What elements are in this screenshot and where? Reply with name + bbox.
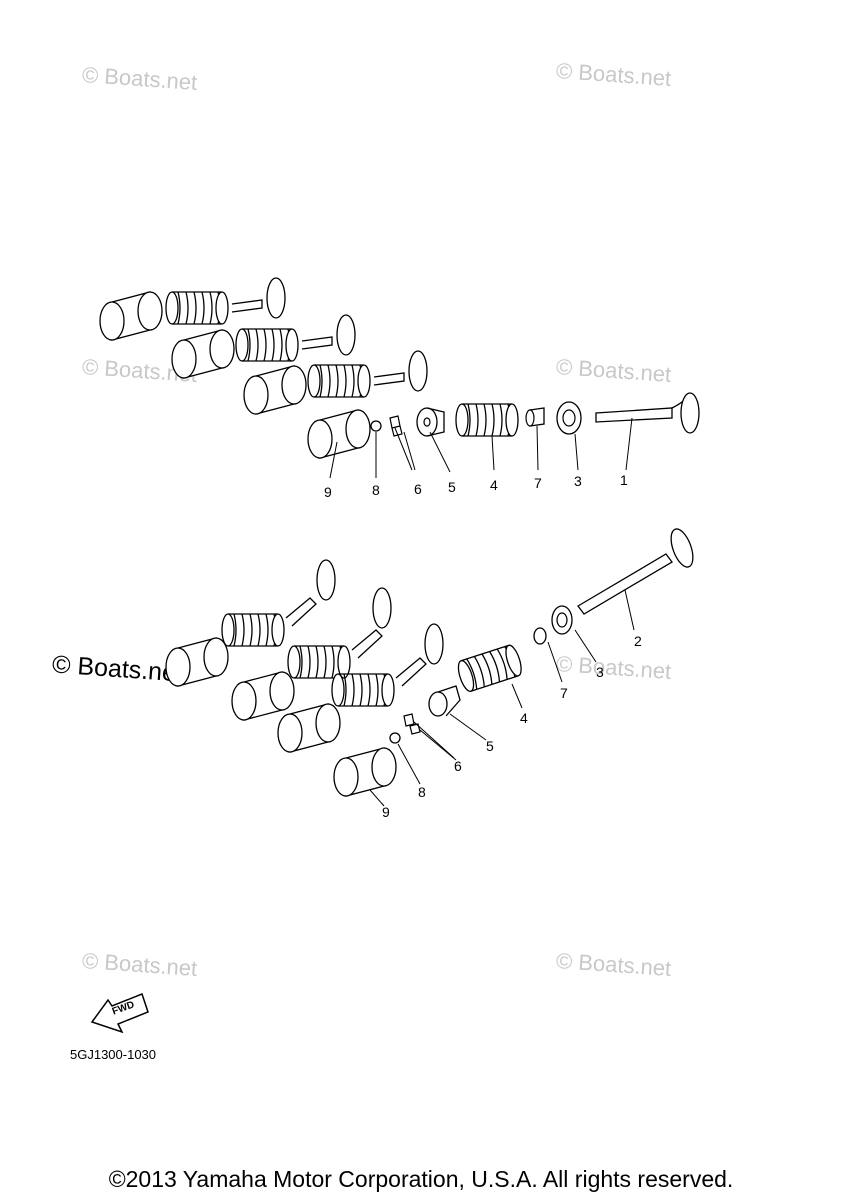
- exhaust-exploded-parts: [333, 525, 698, 797]
- callout-number: 7: [560, 685, 568, 701]
- intake-assembled-stack: [243, 350, 428, 415]
- callout-number: 5: [448, 479, 456, 495]
- callout-number: 6: [454, 758, 462, 774]
- intake-assembled-stack: [99, 277, 286, 341]
- callout-number: 6: [414, 481, 422, 497]
- callout-number: 7: [534, 475, 542, 491]
- callout-number: 4: [490, 477, 498, 493]
- callout-number: 9: [324, 484, 332, 500]
- intake-assembled-stack: [171, 314, 356, 379]
- callout-number: 3: [574, 473, 582, 489]
- callout-number: 3: [596, 664, 604, 680]
- exhaust-assembled-stack: [165, 559, 336, 687]
- fwd-arrow-icon: [90, 993, 149, 1034]
- callout-number: 9: [382, 804, 390, 820]
- intake-exploded-parts: [307, 392, 700, 459]
- exhaust-leader-lines: [369, 589, 635, 807]
- callout-number: 4: [520, 710, 528, 726]
- callout-number: 5: [486, 738, 494, 754]
- exhaust-assembled-stack: [231, 587, 392, 721]
- exhaust-assembled-stack: [277, 623, 444, 753]
- callout-number: 8: [418, 784, 426, 800]
- diagram-code: 5GJ1300-1030: [70, 1047, 157, 1062]
- callout-number: 2: [634, 633, 642, 649]
- callout-number: 8: [372, 482, 380, 498]
- callout-number: 1: [620, 472, 628, 488]
- intake-leader-lines: [329, 417, 633, 479]
- copyright-notice: ©2013 Yamaha Motor Corporation, U.S.A. A…: [108, 1166, 734, 1192]
